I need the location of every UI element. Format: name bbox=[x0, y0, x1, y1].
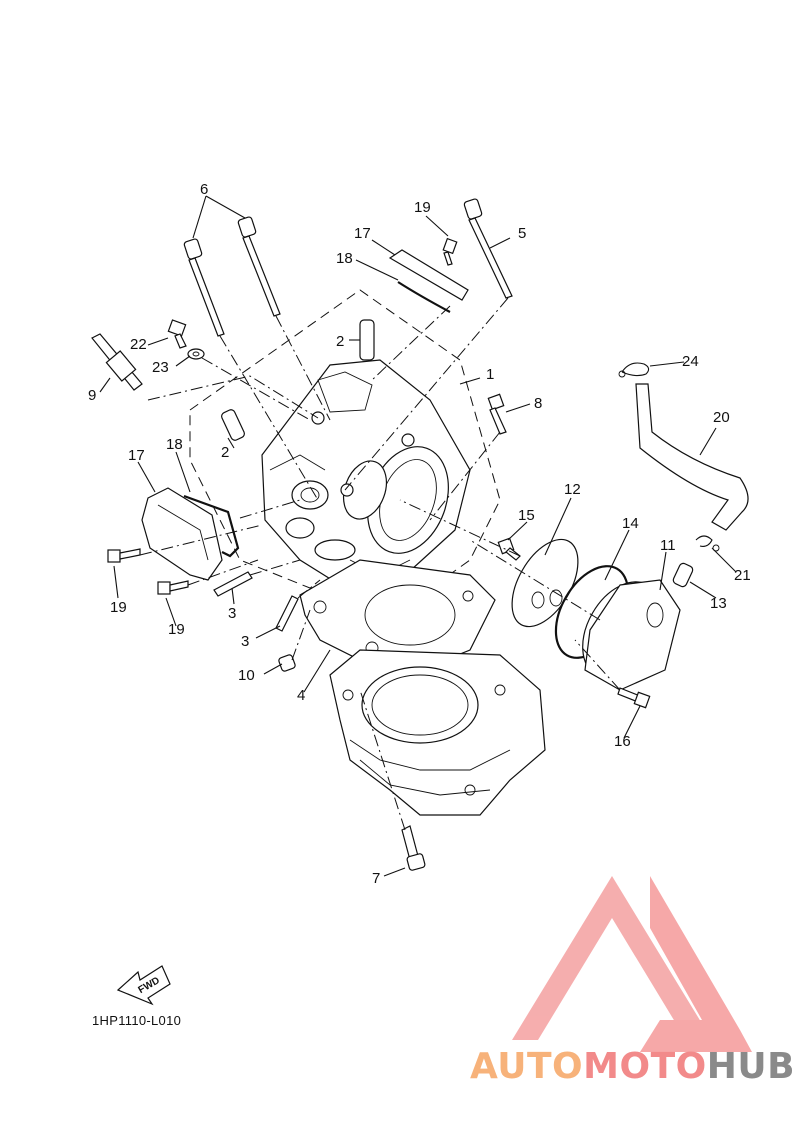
leader-lines bbox=[99, 195, 737, 877]
stud-3-upper bbox=[213, 571, 253, 597]
label-14: 14 bbox=[622, 515, 639, 532]
label-19-top: 19 bbox=[414, 199, 431, 216]
diagram-code: 1HP1110-L010 bbox=[92, 1013, 182, 1028]
bolt-15 bbox=[497, 537, 521, 561]
cylinder-block bbox=[329, 649, 546, 816]
washer-23 bbox=[187, 348, 205, 360]
label-19-left2: 19 bbox=[168, 621, 185, 638]
label-24: 24 bbox=[682, 353, 699, 370]
head-bolt-long-2 bbox=[237, 216, 281, 317]
label-3-upper: 3 bbox=[228, 605, 237, 622]
cylinder-head bbox=[261, 359, 471, 586]
label-13: 13 bbox=[710, 595, 727, 612]
label-19-left1: 19 bbox=[110, 599, 127, 616]
assembly-lines bbox=[139, 297, 621, 831]
watermark-moto: MOTO bbox=[583, 1046, 707, 1087]
label-12: 12 bbox=[564, 481, 581, 498]
label-22: 22 bbox=[130, 336, 147, 353]
label-9: 9 bbox=[88, 387, 97, 404]
bolt-19-left-2 bbox=[157, 580, 189, 595]
dowel-pin-2-top bbox=[359, 319, 375, 361]
watermark-hub: HUB bbox=[706, 1046, 796, 1087]
head-bolt-long-1 bbox=[183, 238, 225, 337]
bolt-8 bbox=[487, 393, 507, 435]
label-16: 16 bbox=[614, 733, 631, 750]
label-4: 4 bbox=[297, 687, 306, 704]
fitting-13 bbox=[672, 562, 694, 588]
label-17-left: 17 bbox=[128, 447, 145, 464]
label-15: 15 bbox=[518, 507, 535, 524]
fwd-arrow: FWD bbox=[116, 965, 171, 1006]
watermark-text: AUTOMOTOHUB bbox=[470, 1046, 795, 1087]
label-21: 21 bbox=[734, 567, 751, 584]
clip-21 bbox=[695, 535, 720, 552]
dowel-pin-2-left bbox=[221, 409, 245, 441]
valve-cover-top bbox=[388, 249, 469, 313]
housing-11 bbox=[582, 579, 681, 691]
label-10: 10 bbox=[238, 667, 255, 684]
label-8: 8 bbox=[534, 395, 543, 412]
label-1: 1 bbox=[486, 366, 495, 383]
label-18-top: 18 bbox=[336, 250, 353, 267]
spark-plug bbox=[91, 333, 143, 391]
label-7: 7 bbox=[372, 870, 381, 887]
label-18-left: 18 bbox=[166, 436, 183, 453]
bolt-19-left-1 bbox=[107, 548, 141, 563]
label-5: 5 bbox=[518, 225, 527, 242]
label-3-lower: 3 bbox=[241, 633, 250, 650]
watermark-auto: AUTO bbox=[470, 1046, 584, 1087]
bolt-7 bbox=[401, 825, 426, 871]
head-bolt-5 bbox=[463, 198, 513, 299]
clip-24 bbox=[618, 362, 650, 378]
label-6: 6 bbox=[200, 181, 209, 198]
bolt-22 bbox=[167, 319, 187, 349]
label-2-top: 2 bbox=[336, 333, 345, 350]
label-20: 20 bbox=[713, 409, 730, 426]
stud-3-lower bbox=[275, 595, 299, 632]
label-23: 23 bbox=[152, 359, 169, 376]
side-cover-left bbox=[141, 487, 240, 581]
hose-20 bbox=[635, 383, 749, 531]
bolt-19-top bbox=[442, 237, 458, 266]
label-17-top: 17 bbox=[354, 225, 371, 242]
bolt-16 bbox=[617, 687, 651, 709]
label-11: 11 bbox=[660, 537, 676, 554]
label-2-left: 2 bbox=[221, 444, 230, 461]
automotohub-logo bbox=[512, 876, 752, 1052]
